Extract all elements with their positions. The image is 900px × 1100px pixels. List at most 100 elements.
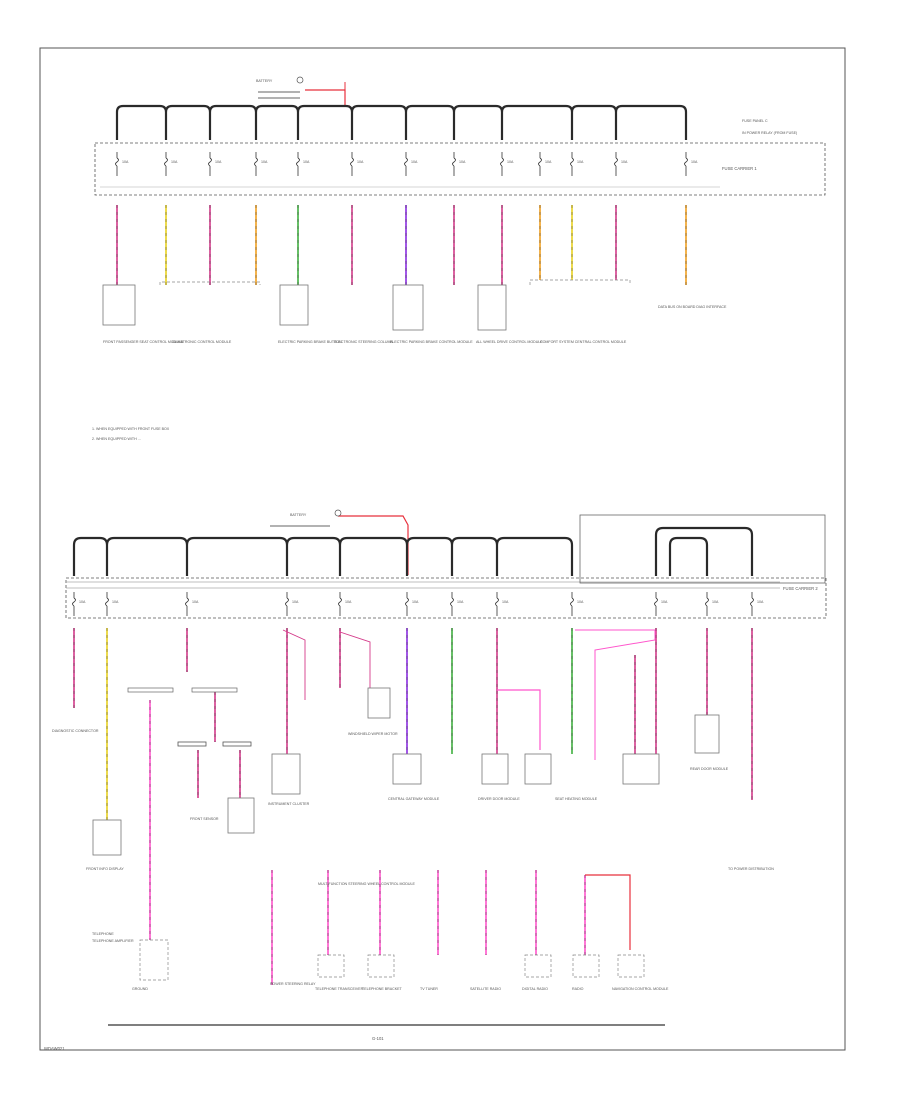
top-fuse-carrier-label: FUSE CARRIER 1 [722, 166, 757, 171]
component-box [139, 939, 169, 981]
fuse-icon: 10A [296, 152, 310, 176]
bottom-fuse-carrier-label: FUSE CARRIER 2 [783, 586, 818, 591]
component-box [102, 284, 136, 326]
note-1: 1. WHEN EQUIPPED WITH FRONT FUSE BOX [92, 427, 170, 431]
component-label: ELECTRIC PARKING BRAKE BUTTON [278, 340, 342, 344]
lower-component-row [317, 954, 645, 978]
component-label: TELEPHONE TRANSCEIVER [315, 987, 364, 991]
fuse-icon: 10A [208, 152, 222, 176]
fuse-icon: 10A [405, 592, 419, 616]
component-label: REAR DOOR MODULE [690, 767, 729, 771]
left-label: GROUND [132, 987, 148, 991]
component-box [227, 797, 255, 834]
component-box [279, 284, 309, 326]
component-label: ALL WHEEL DRIVE CONTROL MODULE [476, 340, 543, 344]
fuse-icon: 10A [705, 592, 719, 616]
fuse-rating: 10A [261, 160, 268, 164]
lower-wires [271, 870, 586, 985]
fuse-icon: 10A [285, 592, 299, 616]
fuse-icon: 10A [495, 592, 509, 616]
component-label: FRONT INFO DISPLAY [86, 867, 124, 871]
fuse-icon: 10A [185, 592, 199, 616]
component-label: DATA BUS ON BOARD DIAG INTERFACE [658, 305, 727, 309]
fuse-rating: 10A [171, 160, 178, 164]
top-panel-right-note: IN POWER RELAY (FROM FUSE) [742, 131, 797, 135]
bottom-wires [73, 628, 753, 940]
component-box [392, 284, 424, 331]
fuse-icon: 10A [750, 592, 764, 616]
component-box [367, 687, 391, 719]
fuse-rating: 10A [457, 600, 464, 604]
component-label: SEAT HEATING MODULE [555, 797, 598, 801]
component-label: SATELLITE RADIO [470, 987, 501, 991]
fuse-icon: 10A [350, 152, 364, 176]
fuse-rating: 10A [545, 160, 552, 164]
note-2: 2. WHEN EQUIPPED WITH ... [92, 437, 141, 441]
fuse-rating: 10A [507, 160, 514, 164]
fuse-rating: 10A [122, 160, 129, 164]
component-label: NAVIGATION CONTROL MODULE [612, 987, 669, 991]
component-label: FRONT SENSOR [190, 817, 219, 821]
fuse-rating: 10A [303, 160, 310, 164]
fuse-icon: 10A [570, 152, 584, 176]
top-wires [116, 205, 687, 285]
component-label: FRONT PASSENGER SEAT CONTROL MODULE [103, 340, 184, 344]
footer-code: WDAW021 [44, 1046, 65, 1051]
component-box [622, 753, 660, 785]
fuse-icon: 10A [614, 152, 628, 176]
fuse-rating: 10A [757, 600, 764, 604]
component-label: CLIMATRONIC CONTROL MODULE [172, 340, 232, 344]
component-label: TV TUNER [420, 987, 438, 991]
fuse-icon: 10A [105, 592, 119, 616]
fuse-rating: 10A [345, 600, 352, 604]
component-label: INSTRUMENT CLUSTER [268, 802, 310, 806]
fuse-rating: 10A [712, 600, 719, 604]
component-box [392, 753, 422, 785]
bottom-feed-label: BATTERY [290, 513, 307, 517]
component-box [92, 819, 122, 856]
bottom-fuse-carrier [65, 577, 827, 619]
fuse-rating: 10A [215, 160, 222, 164]
component-box [271, 753, 301, 795]
component-label: DIGITAL RADIO [522, 987, 548, 991]
bottom-fuse-row: 10A 10A 10A 10A 10A 10A 10A 10A 10A 10A 10A 10A [72, 592, 764, 616]
top-fuse-row: 10A 10A 10A 10A 10A 10A 10A 10A 10A 10A 10A 10A 10A [115, 152, 698, 176]
fuse-rating: 10A [79, 600, 86, 604]
fuse-icon: 10A [538, 152, 552, 176]
component-label: ELECTRIC PARKING BRAKE CONTROL MODULE [390, 340, 473, 344]
fuse-rating: 10A [412, 600, 419, 604]
fuse-icon: 10A [570, 592, 584, 616]
fuse-icon: 10A [450, 592, 464, 616]
fuse-icon: 10A [684, 152, 698, 176]
component-box [481, 753, 509, 785]
fuse-icon: 10A [500, 152, 514, 176]
fuse-rating: 10A [621, 160, 628, 164]
top-fuse-carrier [94, 142, 826, 196]
fuse-rating: 10A [577, 160, 584, 164]
left-label: TELEPHONE [92, 932, 114, 936]
right-note: TO POWER DISTRIBUTION [728, 867, 774, 871]
component-label: DRIVER DOOR MODULE [478, 797, 520, 801]
top-feed-label: BATTERY [256, 79, 273, 83]
fuse-rating: 10A [411, 160, 418, 164]
top-battery-feed: BATTERY [256, 76, 350, 107]
component-label: COMFORT SYSTEM CENTRAL CONTROL MODULE [540, 340, 627, 344]
component-label: CENTRAL GATEWAY MODULE [388, 797, 440, 801]
fuse-icon: 10A [338, 592, 352, 616]
fuse-icon: 10A [654, 592, 668, 616]
fuse-rating: 10A [661, 600, 668, 604]
fuse-rating: 10A [357, 160, 364, 164]
top-panel-header: FUSE PANEL C [742, 119, 768, 123]
bottom-bus-bar [72, 526, 754, 576]
fuse-icon: 10A [254, 152, 268, 176]
fuse-rating: 10A [577, 600, 584, 604]
fuse-icon: 10A [72, 592, 86, 616]
splice-icon [334, 509, 342, 517]
fuse-icon: 10A [452, 152, 466, 176]
component-label: ELECTRONIC STEERING COLUMN [334, 340, 394, 344]
diagram-frame [39, 47, 846, 1051]
component-label: MULTIFUNCTION STEERING WHEEL CONTROL MOD… [318, 882, 416, 886]
